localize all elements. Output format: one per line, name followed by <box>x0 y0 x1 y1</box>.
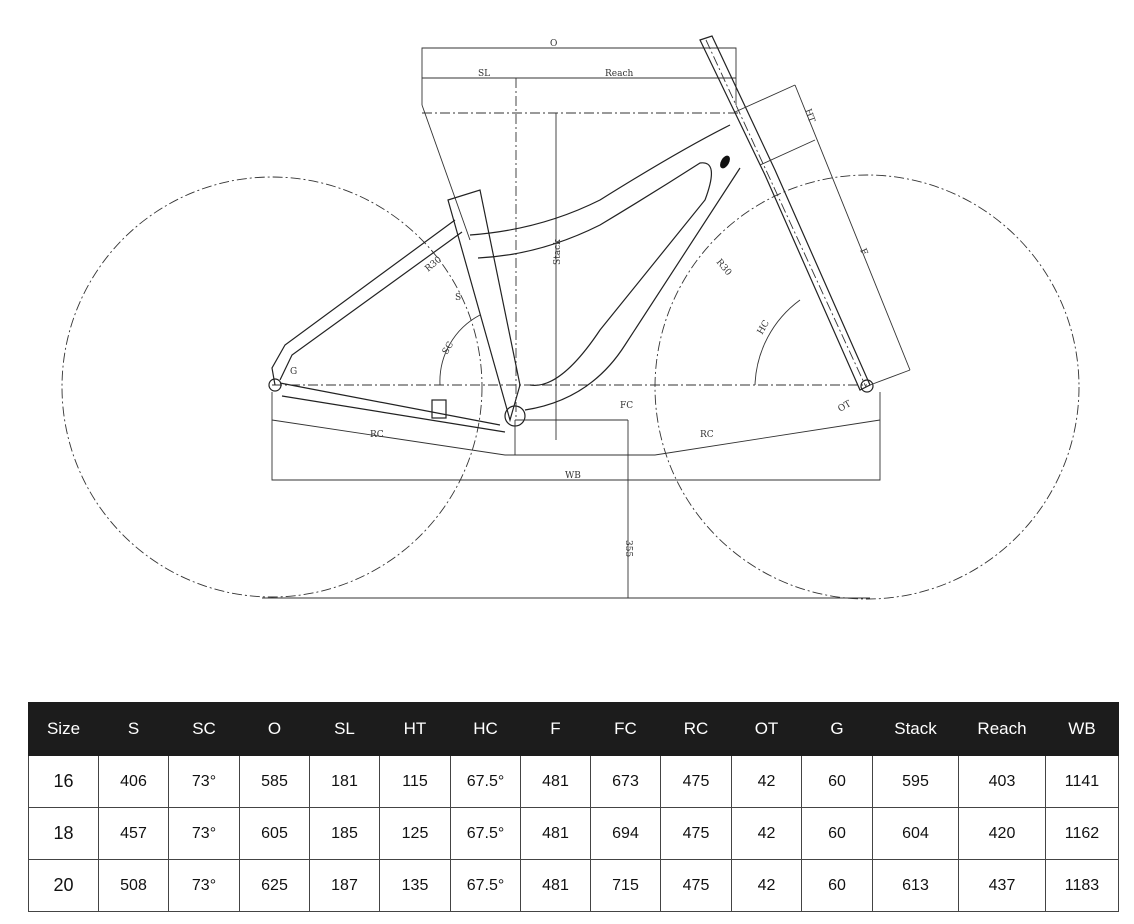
table-cell: 42 <box>731 807 802 860</box>
o-reach-dimensions <box>421 47 740 440</box>
table-cell: 605 <box>239 807 310 860</box>
table-cell: 181 <box>309 755 380 808</box>
table-cell: 135 <box>379 859 451 912</box>
label-ot: OT <box>837 399 854 414</box>
table-cell: 1183 <box>1045 859 1119 912</box>
table-cell: 1141 <box>1045 755 1119 808</box>
label-rc-left: RC <box>370 430 384 440</box>
label-g: G <box>290 367 297 377</box>
front-wheel <box>654 174 1080 600</box>
table-cell: 673 <box>590 755 661 808</box>
column-header-f: F <box>520 702 591 756</box>
label-rc-right: RC <box>700 430 714 440</box>
table-cell: 67.5° <box>450 859 521 912</box>
column-header-size: Size <box>28 702 99 756</box>
rear-wheel <box>61 176 483 598</box>
column-header-o: O <box>239 702 310 756</box>
table-cell: 67.5° <box>450 755 521 808</box>
table-cell: 481 <box>520 755 591 808</box>
table-cell: 125 <box>379 807 451 860</box>
bike-frame <box>268 35 874 433</box>
size-cell: 16 <box>28 755 99 808</box>
table-cell: 60 <box>801 755 873 808</box>
label-sl: SL <box>478 69 490 79</box>
table-cell: 481 <box>520 859 591 912</box>
table-cell: 60 <box>801 859 873 912</box>
label-wb: WB <box>565 471 581 481</box>
column-header-rc: RC <box>660 702 732 756</box>
column-header-wb: WB <box>1045 702 1119 756</box>
table-cell: 475 <box>660 859 732 912</box>
table-cell: 406 <box>98 755 169 808</box>
column-header-fc: FC <box>590 702 661 756</box>
size-cell: 20 <box>28 859 99 912</box>
label-stack: Stack <box>553 239 563 265</box>
table-cell: 185 <box>309 807 380 860</box>
column-header-hc: HC <box>450 702 521 756</box>
label-r30-right: R30 <box>714 258 734 279</box>
lower-dimensions <box>262 392 881 599</box>
label-fc: FC <box>620 401 633 411</box>
table-cell: 475 <box>660 755 732 808</box>
column-header-ot: OT <box>731 702 802 756</box>
fork-dimensions <box>439 84 911 386</box>
table-cell: 60 <box>801 807 873 860</box>
table-cell: 1162 <box>1045 807 1119 860</box>
label-s: S <box>455 293 461 303</box>
column-header-sl: SL <box>309 702 380 756</box>
table-cell: 403 <box>958 755 1046 808</box>
table-cell: 481 <box>520 807 591 860</box>
size-cell: 18 <box>28 807 99 860</box>
table-cell: 67.5° <box>450 807 521 860</box>
column-header-stack: Stack <box>872 702 959 756</box>
table-cell: 73° <box>168 807 240 860</box>
table-cell: 42 <box>731 755 802 808</box>
column-header-ht: HT <box>379 702 451 756</box>
label-reach: Reach <box>605 69 634 79</box>
table-cell: 187 <box>309 859 380 912</box>
table-cell: 613 <box>872 859 959 912</box>
table-cell: 595 <box>872 755 959 808</box>
column-header-reach: Reach <box>958 702 1046 756</box>
table-cell: 437 <box>958 859 1046 912</box>
table-cell: 585 <box>239 755 310 808</box>
label-o: O <box>550 39 557 49</box>
table-cell: 42 <box>731 859 802 912</box>
label-bb-height: 355 <box>623 540 633 557</box>
frame-geometry-diagram: O SL Reach HT Stack F S SC HC FC RC RC W… <box>61 35 1080 600</box>
table-cell: 73° <box>168 859 240 912</box>
column-header-s: S <box>98 702 169 756</box>
column-header-g: G <box>801 702 873 756</box>
table-cell: 457 <box>98 807 169 860</box>
table-cell: 604 <box>872 807 959 860</box>
table-cell: 420 <box>958 807 1046 860</box>
table-cell: 73° <box>168 755 240 808</box>
table-cell: 475 <box>660 807 732 860</box>
table-cell: 508 <box>98 859 169 912</box>
table-cell: 115 <box>379 755 451 808</box>
table-cell: 694 <box>590 807 661 860</box>
label-f: F <box>857 247 869 257</box>
label-ht: HT <box>802 108 816 124</box>
table-cell: 715 <box>590 859 661 912</box>
column-header-sc: SC <box>168 702 240 756</box>
label-sc: SC <box>441 340 456 356</box>
table-cell: 625 <box>239 859 310 912</box>
